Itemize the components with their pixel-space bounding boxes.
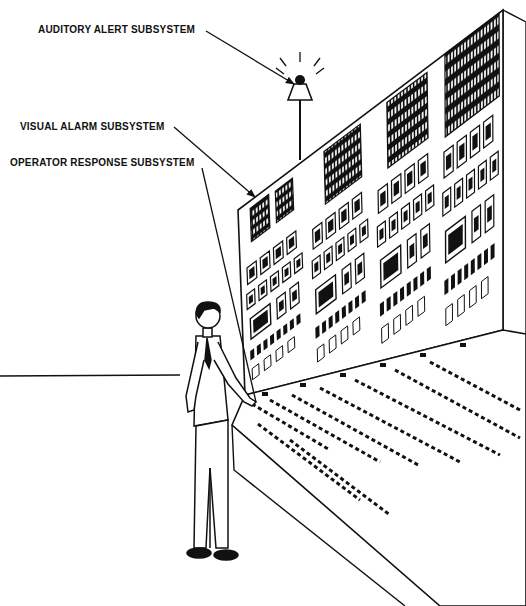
leader-line (202, 168, 256, 402)
callout-label: OPERATOR RESPONSE SUBSYSTEM (10, 157, 195, 169)
desk-surface (232, 330, 526, 606)
callout-label: AUDITORY ALERT SUBSYSTEM (38, 24, 195, 36)
annunciator-window (387, 73, 428, 169)
board-instruments (311, 188, 370, 364)
board-instruments (377, 150, 436, 346)
callout-label: VISUAL ALARM SUBSYSTEM (20, 121, 164, 133)
vertical-board (238, 10, 503, 395)
leader-line (206, 31, 294, 84)
annunciator-window (275, 178, 293, 222)
annunciator-window (250, 194, 270, 241)
board-instruments (246, 227, 306, 382)
annunciator-strip (387, 73, 428, 169)
board-instruments (443, 111, 499, 327)
annunciator-strip (324, 124, 362, 204)
desk-switch-rows (252, 362, 520, 515)
annunciator-strip (250, 176, 294, 241)
desk-switches (262, 343, 466, 396)
desk-front (232, 425, 405, 606)
floor-line (0, 375, 180, 376)
alert-horn (276, 52, 324, 160)
operator-figure (186, 302, 256, 560)
annunciator-window (324, 124, 362, 204)
